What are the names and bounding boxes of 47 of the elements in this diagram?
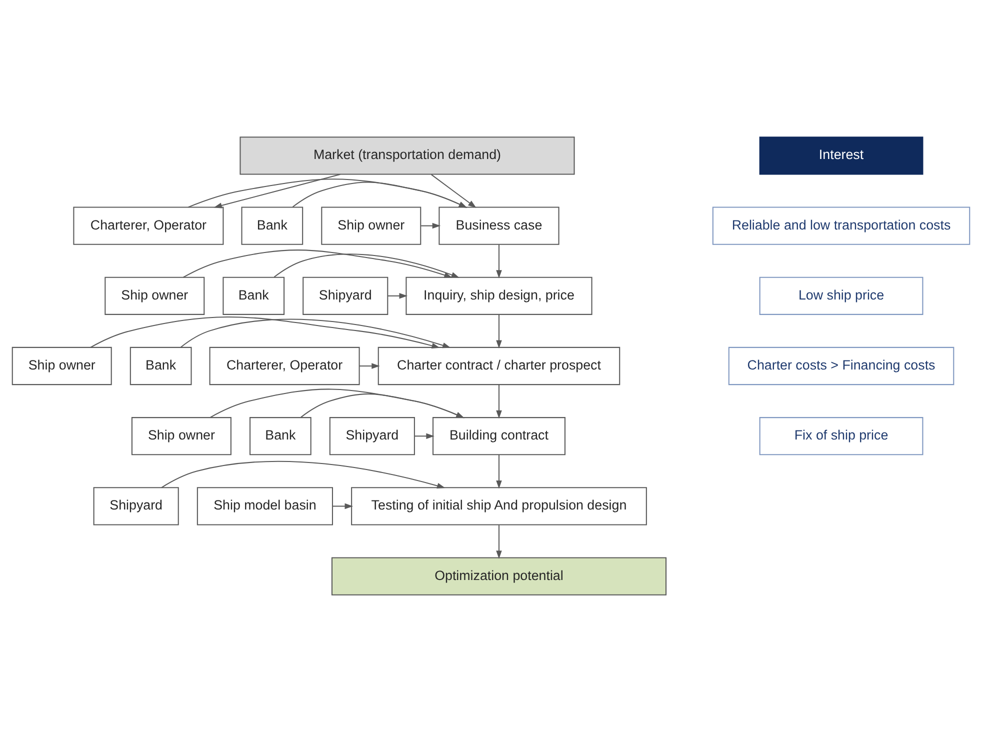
- node-box: Shipyard: [329, 416, 415, 455]
- node-box: Ship owner: [104, 276, 205, 314]
- arrow: [332, 502, 354, 509]
- node-box: Ship model basin: [196, 486, 333, 525]
- node-box: Fix of ship price: [759, 416, 924, 455]
- node-box: Bank: [250, 416, 312, 455]
- node-box: Low ship price: [759, 276, 924, 314]
- node-box: Inquiry, ship design, price: [406, 276, 592, 314]
- arrow: [496, 384, 502, 418]
- node-box: Optimization potential: [331, 556, 667, 595]
- arrow: [496, 314, 502, 348]
- arrow: [214, 173, 340, 208]
- arrow: [414, 432, 434, 438]
- node-box: Shipyard: [93, 486, 179, 525]
- arrow: [274, 253, 460, 278]
- node-box: Bank: [222, 276, 285, 314]
- arrow: [300, 392, 464, 418]
- node-box: Charter contract / charter prospect: [378, 346, 620, 385]
- arrow: [496, 454, 502, 488]
- node-box: Business case: [438, 206, 560, 244]
- arrow: [360, 362, 380, 368]
- arrow: [292, 181, 468, 208]
- node-box: Ship owner: [12, 346, 112, 385]
- node-box: Interest: [759, 136, 924, 174]
- node-box: Building contract: [432, 416, 566, 455]
- arrow: [90, 316, 440, 348]
- arrow: [496, 524, 502, 558]
- node-box: Ship owner: [321, 206, 422, 244]
- arrow: [496, 244, 502, 278]
- node-box: Charterer, Operator: [209, 346, 360, 385]
- node-box: Ship owner: [131, 416, 232, 455]
- arrow: [388, 292, 408, 298]
- node-box: Charterer, Operator: [73, 206, 224, 244]
- node-box: Charter costs > Financing costs: [728, 346, 954, 385]
- node-box: Testing of initial ship And propulsion design: [351, 486, 647, 525]
- node-box: Shipyard: [302, 276, 388, 314]
- node-box: Market (transportation demand): [240, 136, 575, 174]
- arrow: [210, 388, 464, 418]
- arrow: [183, 249, 452, 278]
- arrow: [180, 318, 451, 348]
- node-box: Bank: [241, 206, 304, 244]
- arrow: [161, 460, 446, 488]
- arrow: [431, 174, 476, 208]
- arrow: [421, 222, 441, 228]
- node-box: Bank: [130, 346, 192, 385]
- arrow: [188, 178, 468, 208]
- node-box: Reliable and low transportation costs: [712, 206, 970, 244]
